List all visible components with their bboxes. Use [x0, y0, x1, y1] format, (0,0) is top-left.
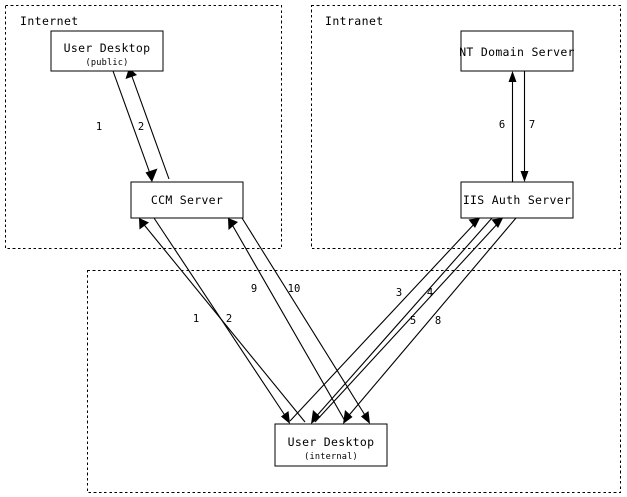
step-label-6: 6	[499, 119, 505, 131]
flow-line-3	[289, 220, 478, 422]
zone-label-internet: Internet	[20, 14, 79, 28]
arrowhead-4	[311, 410, 321, 424]
flow-line-10	[241, 217, 369, 421]
zone-label-intranet: Intranet	[325, 14, 384, 28]
flow-ccm-internal-desktop-left	[139, 217, 306, 424]
step-label-7: 7	[529, 119, 535, 131]
flow-line-1-public	[112, 70, 153, 180]
flow-internal-desktop-iis-outer	[289, 217, 493, 424]
step-label-3: 3	[396, 287, 402, 299]
step-label-5: 5	[410, 315, 416, 327]
arrowhead-2-internal	[139, 218, 149, 230]
nt-domain-server-box[interactable]	[460, 30, 574, 72]
zone-internal-lan-boundary	[87, 270, 621, 493]
arrowhead-8	[343, 410, 353, 424]
step-label-2-internal: 2	[226, 313, 232, 325]
step-label-2-public: 2	[138, 121, 144, 133]
user-desktop-public-subtitle: (public)	[86, 58, 129, 68]
flow-line-4	[312, 217, 493, 421]
arrowhead-9	[228, 218, 238, 230]
arrowhead-5	[491, 218, 503, 228]
step-label-10: 10	[288, 283, 301, 295]
node-ccm-server[interactable]: CCM Server	[130, 181, 244, 219]
iis-auth-server-box[interactable]	[460, 181, 574, 219]
iis-auth-server-title: IIS Auth Server	[463, 193, 571, 207]
flow-internal-desktop-iis-inner	[314, 217, 517, 424]
arrowhead-3	[468, 218, 480, 228]
arrowhead-6	[508, 71, 517, 82]
arrowhead-10	[361, 411, 370, 424]
ccm-server-title: CCM Server	[151, 193, 223, 207]
user-desktop-public-title: User Desktop	[64, 41, 151, 55]
arrowhead-1-public	[145, 168, 158, 182]
step-label-9: 9	[251, 283, 257, 295]
ccm-server-box[interactable]	[130, 181, 244, 219]
node-nt-domain-server[interactable]: NT Domain Server	[459, 30, 575, 72]
flow-line-2-internal	[140, 220, 306, 423]
user-desktop-internal-subtitle: (internal)	[304, 452, 358, 462]
step-label-4: 4	[427, 287, 433, 299]
flow-line-8	[344, 217, 517, 421]
user-desktop-public-box[interactable]	[50, 30, 164, 72]
flow-line-9	[229, 220, 346, 422]
user-desktop-internal-box[interactable]	[274, 423, 388, 467]
node-user-desktop-public[interactable]: User Desktop (public)	[50, 30, 164, 72]
flow-line-5	[314, 220, 501, 423]
nt-domain-server-title: NT Domain Server	[459, 45, 575, 59]
step-label-1-internal: 1	[193, 313, 199, 325]
node-iis-auth-server[interactable]: IIS Auth Server	[460, 181, 574, 219]
user-desktop-internal-title: User Desktop	[288, 435, 375, 449]
flow-line-2-public	[129, 70, 170, 180]
flow-iis-nt-domain	[508, 71, 529, 182]
node-user-desktop-internal[interactable]: User Desktop (internal)	[274, 423, 388, 467]
step-label-1-public: 1	[96, 121, 102, 133]
zone-internet-boundary	[5, 5, 282, 249]
arrowhead-1-internal	[281, 411, 290, 424]
arrowhead-7	[520, 171, 529, 182]
flow-internal-desktop-ccm-right	[228, 217, 370, 424]
step-label-8: 8	[435, 315, 441, 327]
